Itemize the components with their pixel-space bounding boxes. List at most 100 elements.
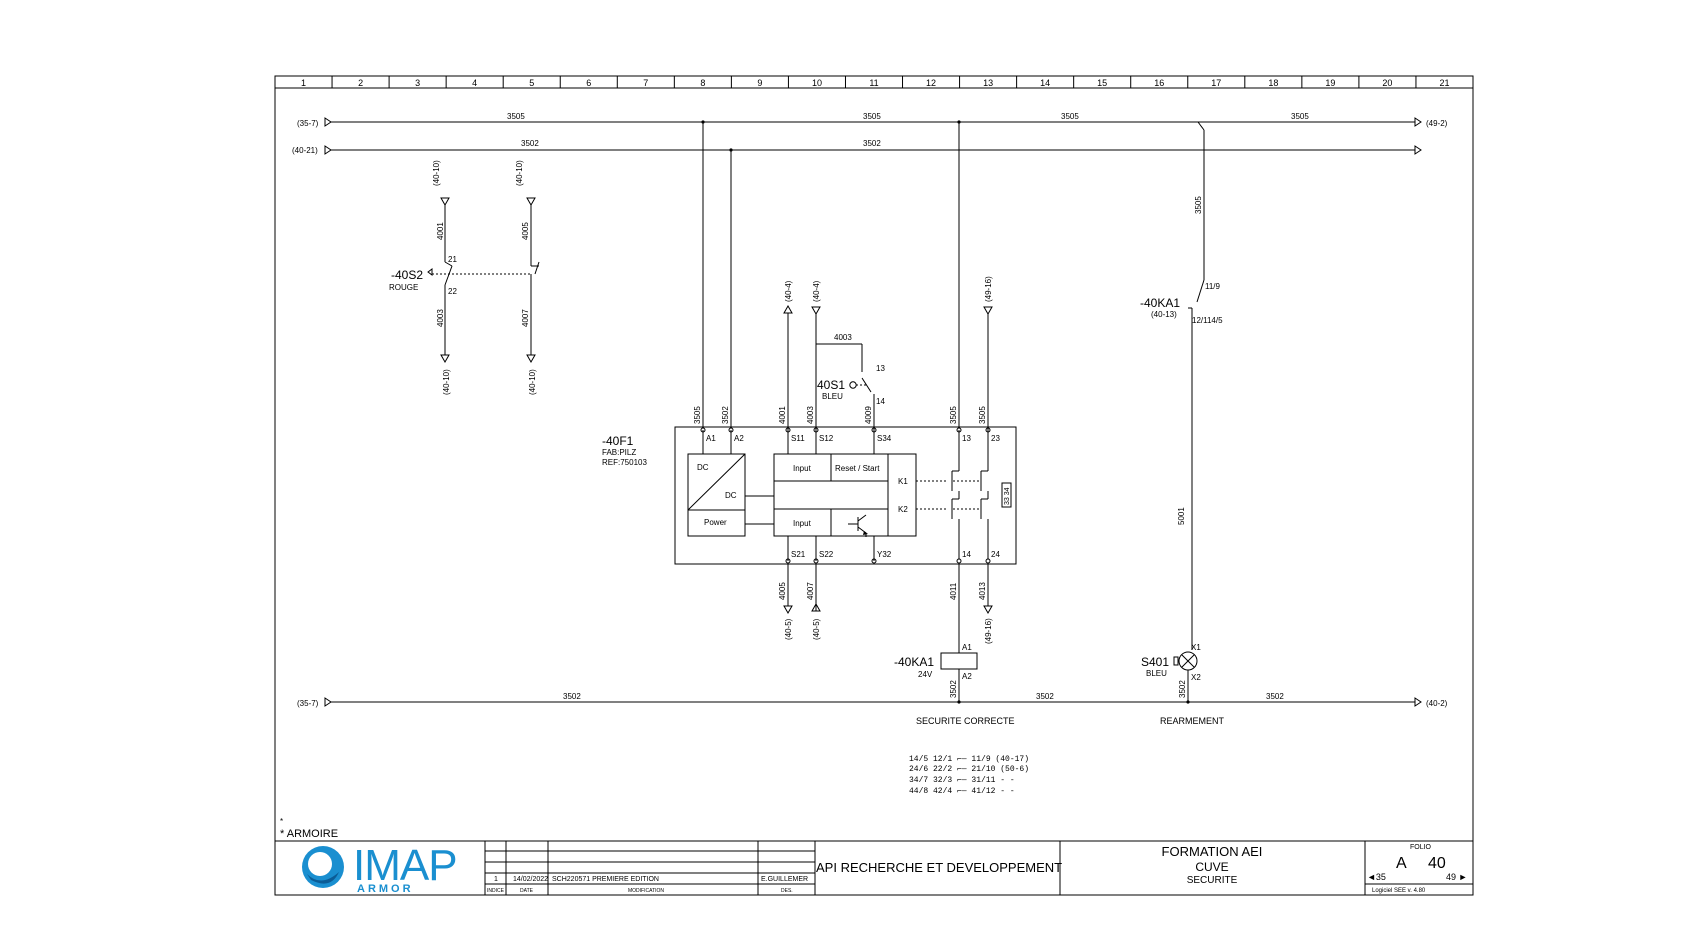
caption-rearmement: REARMEMENT <box>1160 716 1225 726</box>
pin-label: X1 <box>1191 643 1201 652</box>
rail-ref-left: (35-7) <box>297 699 319 708</box>
wire-label: 4001 <box>778 406 787 424</box>
wire-label: 4005 <box>521 222 530 240</box>
project-sub2: SECURITE <box>1187 875 1238 886</box>
logo-subtext: ARMOR <box>357 883 414 895</box>
folio-letter: A <box>1396 855 1407 872</box>
wire-label: 4003 <box>834 333 852 342</box>
component-color: ROUGE <box>389 283 418 292</box>
wire-label: 4003 <box>806 406 815 424</box>
project-sub1: CUVE <box>1195 860 1228 874</box>
project-title: FORMATION AEI <box>1162 844 1263 859</box>
folio-next[interactable]: 49 ► <box>1446 872 1467 882</box>
column-number: 20 <box>1382 78 1392 88</box>
component-name: S401 <box>1141 655 1169 669</box>
indicator-lamp-s401: X1 X2 S401 BLEU 3502 REARMEMENT <box>1141 643 1225 726</box>
reset-label: Reset / Start <box>835 464 880 473</box>
contacts-row: 24/6 22/2 ⌐— 21/10 (50-6) <box>909 765 1029 774</box>
pin-label: X2 <box>1191 673 1201 682</box>
terminal-label: Y32 <box>877 550 892 559</box>
component-ref: (40-13) <box>1151 310 1177 319</box>
folio-prev[interactable]: ◄35 <box>1367 872 1386 882</box>
wire-ref: (49-16) <box>984 618 993 644</box>
pin-label: 21 <box>448 255 457 264</box>
component-name: -40KA1 <box>894 655 934 669</box>
column-number: 13 <box>983 78 993 88</box>
rail-ref-left: (35-7) <box>297 119 319 128</box>
logic-block <box>773 453 917 537</box>
wire-label: 4001 <box>436 222 445 240</box>
column-number: 10 <box>812 78 822 88</box>
title-block: 1 14/02/2022 SCH220571 PREMIERE EDITION … <box>275 840 1473 895</box>
rev-author: E.GUILLEMER <box>761 876 808 883</box>
column-number: 4 <box>472 78 477 88</box>
location-armoire: * ARMOIRE <box>280 828 338 840</box>
side-contact-block <box>1001 482 1012 508</box>
k2-label: K2 <box>898 505 908 514</box>
input-label: Input <box>793 464 812 473</box>
column-number: 19 <box>1325 78 1335 88</box>
rev-date: 14/02/2022 <box>513 876 548 883</box>
wire-label: 4007 <box>806 582 815 600</box>
hdr-index: INDICE <box>487 888 505 894</box>
dc-label: DC <box>725 491 737 500</box>
software-version: Logiciel SEE v. 4.80 <box>1372 888 1426 894</box>
column-number: 17 <box>1211 78 1221 88</box>
wire-label: 3502 <box>721 406 730 424</box>
wire-label: 4003 <box>436 309 445 327</box>
caption-securite: SECURITE CORRECTE <box>916 716 1015 726</box>
contacts-row: 44/8 42/4 ⌐— 41/12 - - <box>909 787 1015 796</box>
relay-contact-40ka1: 3505 11/9 12/114/5 -40KA1 (40-13) 5001 <box>1140 121 1223 650</box>
wire-ref: (40-10) <box>442 369 451 395</box>
logo-text: IMAP <box>353 841 457 890</box>
column-number: 18 <box>1268 78 1278 88</box>
column-number: 15 <box>1097 78 1107 88</box>
component-name: 40S1 <box>817 378 845 392</box>
f1-supply-wires <box>701 120 961 430</box>
relay-housing <box>674 426 1017 565</box>
column-number: 11 <box>869 78 878 88</box>
terminal-label: S34 <box>877 434 892 443</box>
hdr-author: DES. <box>781 888 793 894</box>
rail-label: 3502 <box>563 692 581 701</box>
relay-coil-40ka1: A1 A2 -40KA1 24V 3502 SECURITE CORRECTE <box>894 643 1015 726</box>
column-number: 7 <box>643 78 648 88</box>
wire-ref: (40-10) <box>515 160 524 186</box>
terminal-label: S12 <box>819 434 834 443</box>
wire-ref: (40-5) <box>784 618 793 640</box>
column-number: 16 <box>1154 78 1164 88</box>
column-number: 21 <box>1439 78 1449 88</box>
rail-top-3505: (35-7) (49-2) 3505 3505 3505 3505 <box>297 112 1448 128</box>
component-voltage: 24V <box>918 670 933 679</box>
column-number: 9 <box>757 78 762 88</box>
wire-label: 4011 <box>949 582 958 600</box>
power-label: Power <box>704 518 727 527</box>
pin-label: 13 <box>876 364 885 373</box>
component-fab: FAB:PILZ <box>602 448 636 457</box>
hdr-date: DATE <box>520 888 534 894</box>
wire-ref: (40-4) <box>784 280 793 302</box>
column-number: 6 <box>586 78 591 88</box>
company-name: API RECHERCHE ET DEVELOPPEMENT <box>816 860 1062 875</box>
imap-armor-logo: IMAP ARMOR <box>302 841 458 895</box>
column-number: 12 <box>926 78 936 88</box>
terminal-label: 23 <box>991 434 1000 443</box>
rail-ref-right: (40-2) <box>1426 699 1448 708</box>
wire-ref: (40-5) <box>812 618 821 640</box>
column-number: 3 <box>415 78 420 88</box>
pin-label: 12/114/5 <box>1192 316 1223 325</box>
component-name: -40F1 <box>602 434 634 448</box>
rail-ref-left: (40-21) <box>292 146 318 155</box>
rail-label: 3505 <box>1061 112 1079 121</box>
rail-label: 3505 <box>507 112 525 121</box>
wire-label: 3505 <box>693 406 702 424</box>
terminal-label: S22 <box>819 550 834 559</box>
wire-ref: (40-10) <box>432 160 441 186</box>
rail-label: 3505 <box>1291 112 1309 121</box>
wire-label: 3505 <box>1194 196 1203 214</box>
contacts-row: 34/7 32/3 ⌐— 31/11 - - <box>909 776 1015 785</box>
pin-label: 22 <box>448 287 457 296</box>
dc-label: DC <box>697 463 709 472</box>
